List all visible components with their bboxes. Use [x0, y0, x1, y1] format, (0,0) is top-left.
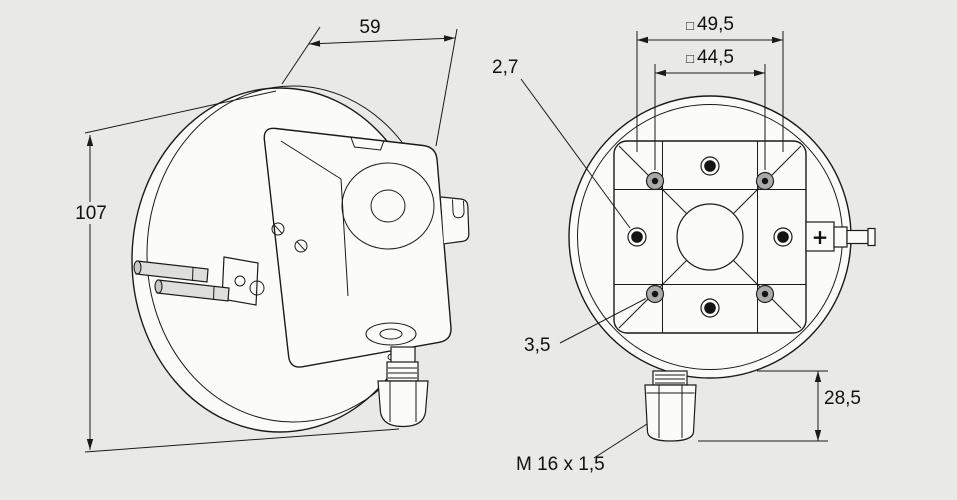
extension-line [84, 428, 400, 453]
mounting-hole-2-7 [627, 227, 647, 247]
pressure-port-plus: + [805, 221, 876, 252]
dimension-label-inner-square: □44,5 [686, 47, 734, 68]
dimension-label-height: 107 [75, 203, 107, 224]
cable-gland-front [644, 370, 697, 442]
bracket-hole [234, 275, 246, 287]
side-view: 59 107 [66, 17, 470, 453]
inner-edge-1 [280, 140, 342, 180]
square-symbol: □ [686, 18, 694, 33]
mounting-holes [627, 156, 793, 318]
extension-line [435, 28, 458, 147]
nipple-base [833, 226, 848, 248]
dimension-label-hole-large: 3,5 [524, 335, 550, 356]
label-thread: M 16 x 1,5 [516, 423, 648, 475]
pipe-lower-band [213, 286, 215, 301]
dimension-line [308, 35, 456, 47]
top-notch [350, 137, 385, 151]
mounting-hole-3-5 [755, 284, 775, 304]
mounting-hole-3-5 [645, 171, 665, 191]
pressure-pipes [133, 256, 259, 306]
dimension-outer-square: □49,5 [636, 14, 784, 152]
extension-line [281, 26, 321, 85]
gland-nut [644, 384, 697, 442]
mounting-hole-2-7 [773, 227, 793, 247]
leader-line [593, 423, 648, 459]
plus-sign: + [812, 225, 829, 249]
front-plate [263, 127, 452, 368]
pipe-lower-end [154, 279, 163, 294]
dimension-label-outer-square: □49,5 [686, 14, 734, 35]
leader-line [559, 298, 647, 344]
screw-1-slot [273, 224, 283, 234]
mounting-hole-3-5 [755, 171, 775, 191]
nipple-tip [867, 227, 876, 247]
ear-slot [452, 199, 465, 219]
vent-oval-inner [379, 328, 403, 340]
leader-line [520, 78, 631, 229]
plus-box [805, 221, 835, 252]
dimension-gland-height: 28,5 [698, 370, 861, 442]
screw-1 [271, 222, 285, 236]
mounting-hole-2-7 [700, 298, 720, 318]
adjustment-knob [341, 162, 435, 250]
dimension-depth-59: 59 [281, 17, 458, 147]
mounting-hole-3-5 [645, 284, 665, 304]
label-hole-large: 3,5 [524, 298, 647, 356]
screw-2-slot [296, 241, 306, 251]
dimension-inner-square: □44,5 [654, 47, 766, 170]
vent-oval [365, 322, 417, 346]
rim-hole [249, 280, 265, 296]
dimension-label-hole-small: 2,7 [492, 57, 518, 78]
mounting-hole-2-7 [700, 156, 720, 176]
dimension-height-107: 107 [66, 90, 400, 453]
pipe-bracket [221, 256, 259, 306]
dimension-label-thread: M 16 x 1,5 [516, 454, 605, 475]
pipe-upper-band [192, 267, 194, 282]
gland-nut [377, 380, 429, 428]
dimension-label-depth: 59 [359, 17, 380, 38]
screw-2 [294, 239, 308, 253]
mounting-ear-tab [440, 196, 470, 245]
pipe-upper-end [133, 260, 142, 275]
extension-line [84, 90, 277, 134]
adjustment-knob-center [370, 189, 406, 223]
label-background [66, 202, 116, 224]
dimension-label-gland-height: 28,5 [824, 388, 861, 409]
nipple-shaft [846, 229, 869, 245]
label-hole-small: 2,7 [492, 57, 631, 229]
front-view: + □49,5 □44,5 [492, 14, 876, 475]
center-opening [676, 203, 744, 271]
cable-gland-side [377, 346, 429, 428]
square-symbol: □ [686, 51, 694, 66]
